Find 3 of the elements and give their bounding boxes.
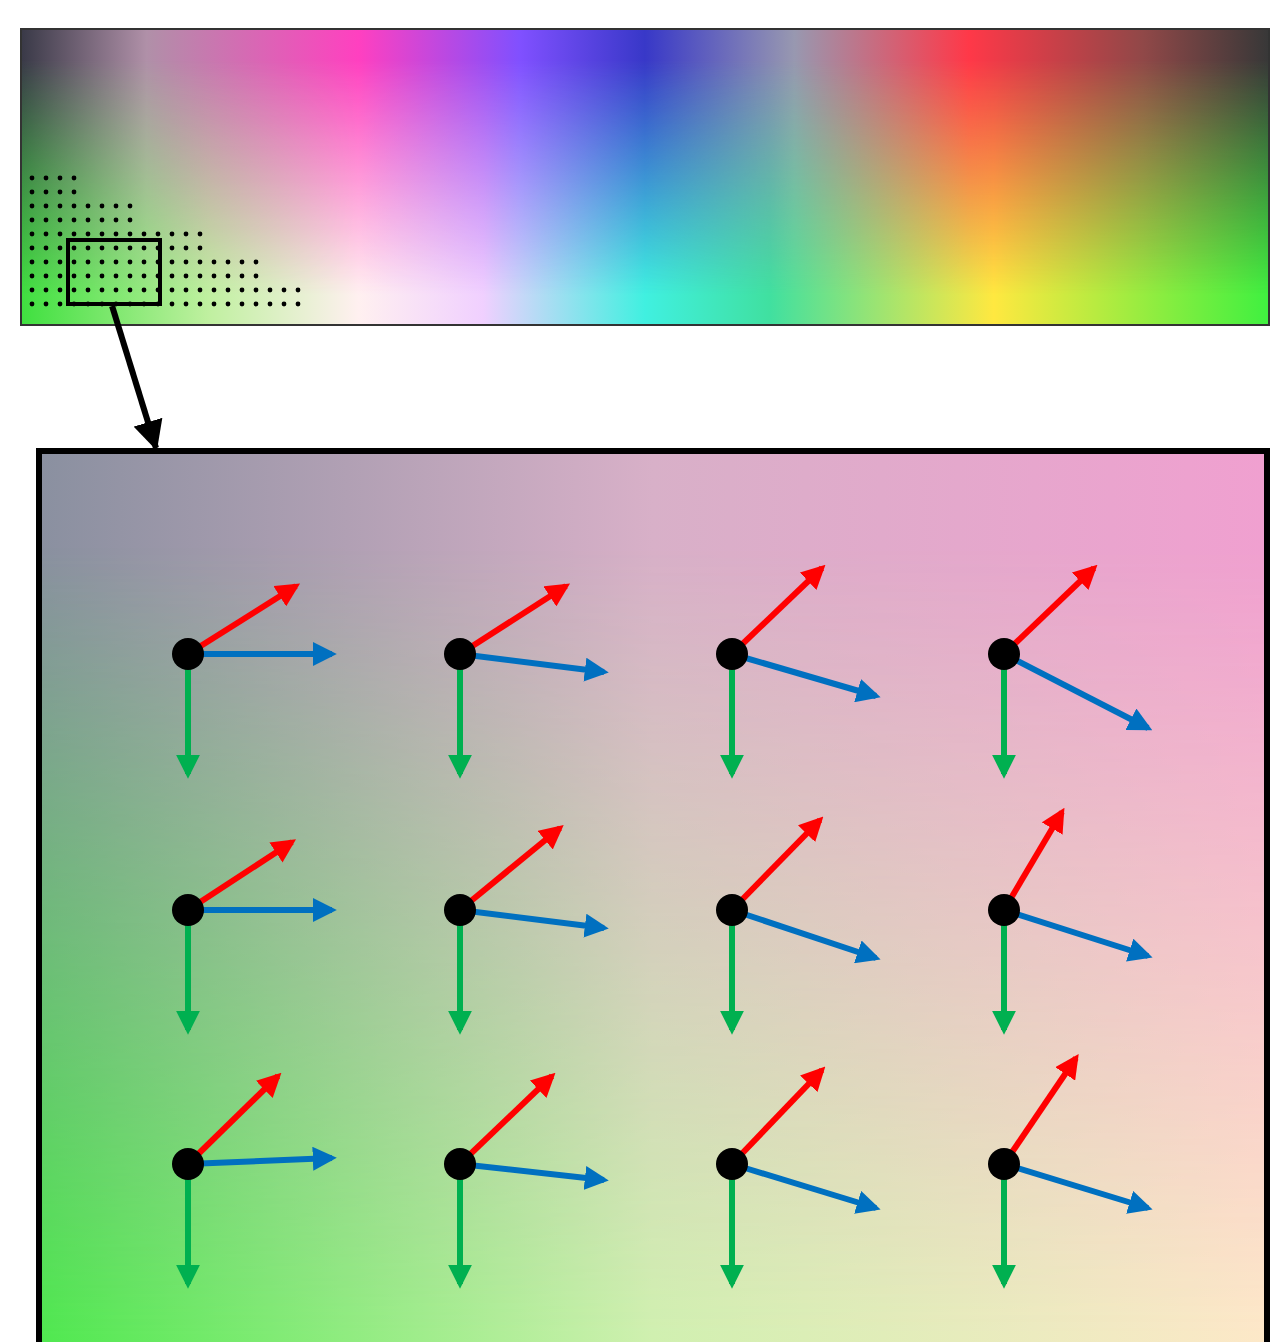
zoom-region-box xyxy=(66,238,162,306)
zoomed-panel xyxy=(36,448,1270,1342)
arrow xyxy=(109,305,163,451)
